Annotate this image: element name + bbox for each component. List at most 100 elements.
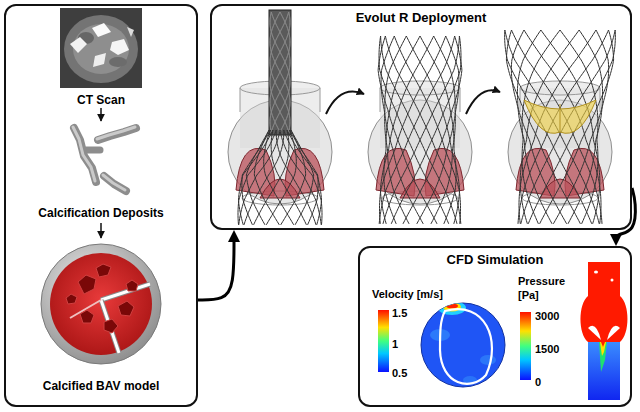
panel-box: CT ScanCalcification DepositsCalcified B… xyxy=(4,4,198,407)
pressure-map xyxy=(611,279,614,282)
calcification-deposits xyxy=(73,127,136,191)
flow-arrow xyxy=(198,236,234,300)
stent-strut xyxy=(270,12,290,133)
bav-model xyxy=(66,294,77,304)
stage-crimped xyxy=(228,10,332,225)
panel-box: Evolut R Deployment xyxy=(210,4,632,230)
ct-scan-image xyxy=(93,53,106,67)
stent-strut xyxy=(270,12,290,133)
label-holder: Velocity [m/s] xyxy=(372,284,443,302)
connector-layer xyxy=(198,188,635,300)
colorbar-tick: 1.5 xyxy=(392,306,407,320)
stent-strut xyxy=(431,36,455,224)
stent-strut xyxy=(403,36,462,224)
stent-strut xyxy=(381,36,423,224)
velocity-map xyxy=(438,301,466,315)
panel-box: CFD Simulation xyxy=(358,246,632,407)
stent-strut xyxy=(378,36,437,224)
calcification-deposits xyxy=(98,128,136,140)
bav-model xyxy=(126,280,138,291)
caption-holder: Calcification Deposits xyxy=(6,203,196,221)
stent-strut xyxy=(239,130,280,225)
colorbar-tick: 3000 xyxy=(535,309,559,323)
stent-strut xyxy=(524,30,601,224)
calcification-deposits xyxy=(103,175,125,190)
stent-strut xyxy=(270,12,290,133)
stage-arrow xyxy=(326,92,364,115)
pressure-map xyxy=(581,262,628,342)
image-caption: Calcification Deposits xyxy=(38,206,163,221)
ct-scan-image xyxy=(70,37,87,53)
bav-model xyxy=(50,253,152,355)
stent-strut xyxy=(270,12,290,133)
stent-strut xyxy=(270,12,290,133)
step-arrow xyxy=(100,108,102,121)
deployment-stages xyxy=(228,10,615,225)
pressure-map xyxy=(588,326,601,340)
stent-strut xyxy=(280,130,321,225)
bav-model xyxy=(96,264,111,277)
colorbar-tick: 0.5 xyxy=(392,366,407,380)
stent-strut xyxy=(406,36,459,224)
image-caption: Calcified BAV model xyxy=(43,379,159,394)
colorbar-tick: 1 xyxy=(392,337,398,351)
velocity-colorbar xyxy=(378,310,389,372)
stage-deployed xyxy=(505,30,616,224)
calcification-deposits xyxy=(73,127,95,181)
caption-holder: CT Scan xyxy=(6,90,196,108)
stent-strut xyxy=(385,36,460,224)
stent-strut xyxy=(276,130,316,225)
label-holder: 1500 xyxy=(535,339,559,357)
prosthetic-leaflet xyxy=(524,100,596,133)
ascending-aorta xyxy=(520,88,600,148)
caption-holder: Calcified BAV model xyxy=(6,376,196,394)
ascending-aorta xyxy=(520,81,600,95)
pressure-map xyxy=(601,342,605,347)
colorbar-title: Velocity [m/s] xyxy=(372,287,443,301)
flow-arrow xyxy=(616,188,635,240)
stage-arrow xyxy=(466,90,500,114)
stent-strut xyxy=(420,36,456,224)
ct-scan-image xyxy=(127,27,134,37)
caption-holder: CFD Simulation xyxy=(360,250,630,268)
ct-scan-image xyxy=(109,57,127,67)
colorbar-tick: 0 xyxy=(535,375,541,389)
stent-strut xyxy=(290,130,319,225)
velocity-map xyxy=(446,304,458,309)
bav-model xyxy=(101,300,119,353)
pressure-map xyxy=(588,342,620,400)
label-holder: 3000 xyxy=(535,306,559,324)
stent-strut xyxy=(270,12,290,133)
velocity-map xyxy=(421,301,505,387)
bav-model xyxy=(101,284,150,300)
bav-model xyxy=(78,275,96,294)
ascending-aorta xyxy=(380,88,381,112)
stent-strut xyxy=(384,36,420,224)
bav-model xyxy=(104,319,118,333)
caption-holder: Evolut R Deployment xyxy=(212,8,630,26)
colorbar-tick: 1500 xyxy=(535,342,559,356)
bav-model xyxy=(101,284,150,300)
stent-strut xyxy=(287,130,321,225)
calcification-deposits xyxy=(74,128,96,182)
stent-strut xyxy=(270,12,290,133)
label-holder: 1 xyxy=(392,334,398,352)
stent-strut xyxy=(238,130,272,225)
velocity-map xyxy=(421,303,505,387)
ct-scan-image xyxy=(60,8,142,88)
ascending-aorta xyxy=(320,88,321,112)
ct-scan-image xyxy=(110,39,129,55)
stent-strut xyxy=(512,30,602,224)
pressure-map xyxy=(581,262,628,400)
velocity-map xyxy=(430,301,496,384)
label-holder: 0.5 xyxy=(392,363,407,381)
ct-scan-image xyxy=(64,15,138,83)
bav-model xyxy=(101,300,119,353)
velocity-map xyxy=(480,355,496,365)
native-leaflet xyxy=(400,179,440,198)
stent-strut xyxy=(385,36,409,224)
calcification-deposits xyxy=(97,127,135,139)
stent-strut xyxy=(505,30,599,224)
stent-strut xyxy=(270,12,290,133)
stent-strut xyxy=(253,130,288,225)
